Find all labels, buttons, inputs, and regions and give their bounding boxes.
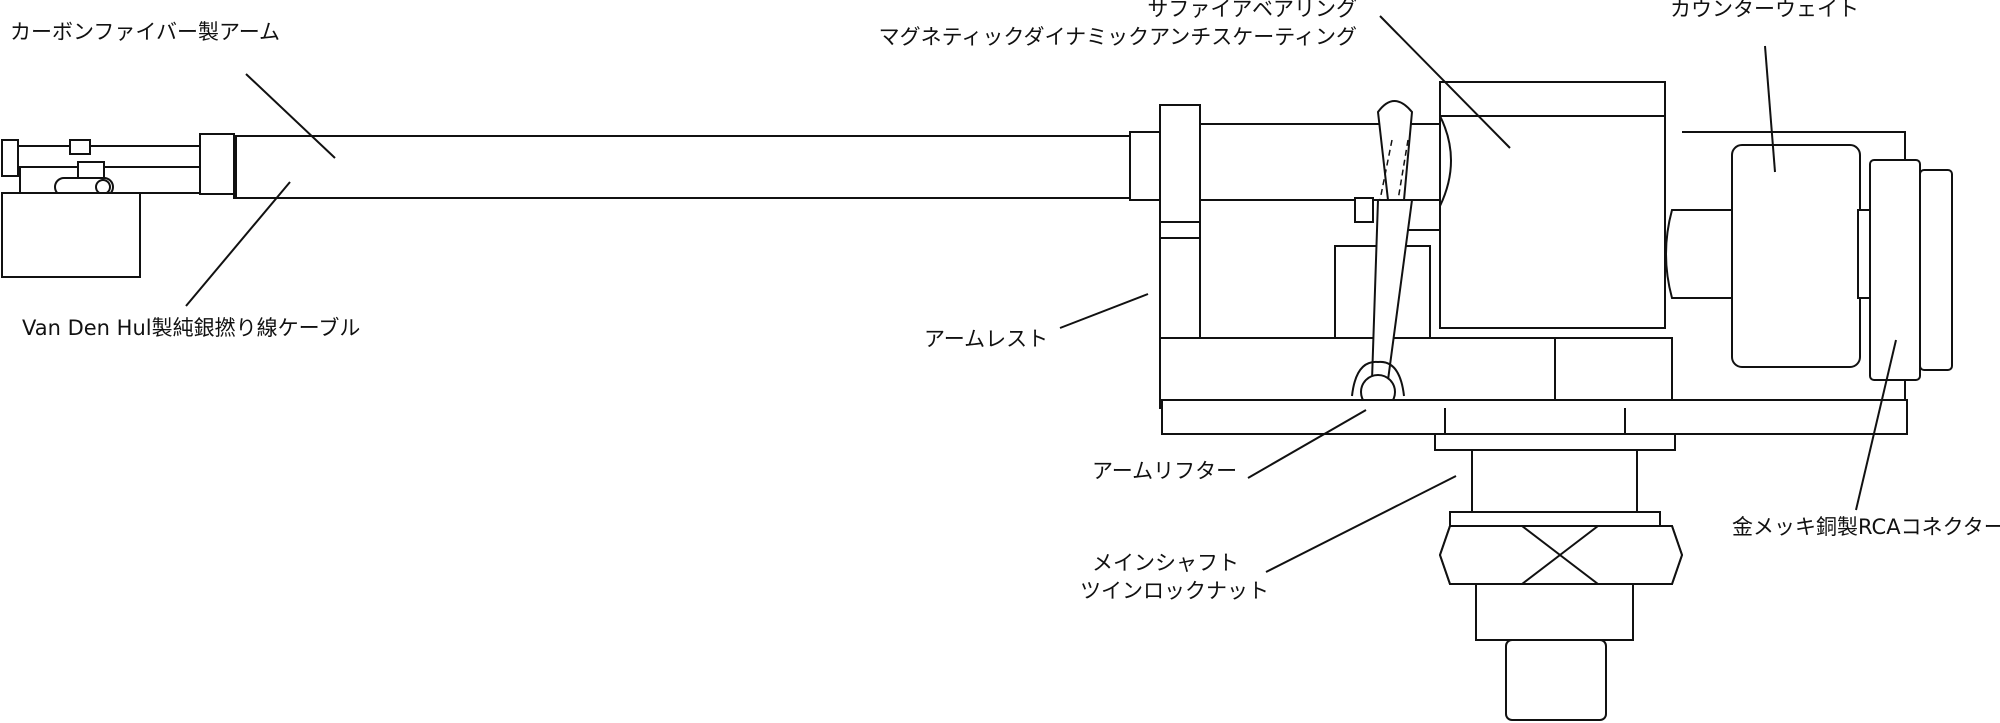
label-carbon-arm: カーボンファイバー製アーム <box>10 20 280 44</box>
counterweight <box>1731 144 1861 368</box>
label-cable: Van Den Hul製純銀撚り線ケーブル <box>22 316 360 340</box>
shaft-lower <box>1475 583 1634 641</box>
label-counterweight: カウンターウェイト <box>1670 0 1859 21</box>
finger-lift <box>1 139 19 177</box>
bearing-cap <box>1439 81 1666 117</box>
bearing-body <box>1439 115 1666 329</box>
label-sapphire-bearing: サファイアベアリング <box>1147 0 1357 21</box>
leader-shaft <box>1265 475 1457 573</box>
labels: カーボンファイバー製アーム Van Den Hul製純銀撚り線ケーブル サファイ… <box>10 0 2000 603</box>
leader-carbon-arm <box>245 73 336 159</box>
label-anti-skating: マグネティックダイナミックアンチスケーティング <box>879 25 1357 49</box>
label-main-shaft: メインシャフト <box>1092 551 1239 575</box>
headshell-collar <box>199 133 235 195</box>
counterweight-stub <box>1665 209 1741 299</box>
cartridge-body <box>1 192 141 278</box>
arm-base-plate <box>1159 337 1673 409</box>
shaft-flange <box>1161 399 1908 435</box>
label-twin-lock-nut: ツインロックナット <box>1080 579 1269 603</box>
bearing-housing <box>1200 81 1666 339</box>
label-arm-rest: アームレスト <box>924 327 1048 351</box>
headshell <box>1 133 235 278</box>
arm-tube-end <box>1129 131 1161 201</box>
washer-lower <box>1449 511 1661 527</box>
leader-sapphire <box>1379 15 1511 149</box>
counterweight-assembly <box>1665 131 1953 401</box>
arm-lifter <box>1351 100 1414 410</box>
washer-upper <box>1434 433 1676 451</box>
shaft-upper <box>1471 449 1638 513</box>
headshell-plate <box>17 145 207 169</box>
arm-tube <box>233 135 1133 199</box>
headshell-screw-head <box>95 179 111 195</box>
label-arm-lifter: アームリフター <box>1092 459 1237 483</box>
headshell-screw <box>69 139 91 155</box>
leader-counterweight <box>1764 45 1776 173</box>
leader-cable <box>185 181 291 307</box>
leader-rca <box>1855 339 1897 511</box>
main-shaft <box>1161 399 1908 721</box>
lifter-cue-head <box>1376 100 1414 201</box>
shaft-tip <box>1505 639 1607 721</box>
rca-connector-cap <box>1919 169 1953 371</box>
leader-lines <box>185 15 1897 573</box>
carbon-arm-tube <box>233 131 1161 201</box>
leader-arm-lifter <box>1247 409 1367 479</box>
label-rca-connector: 金メッキ銅製RCAコネクター <box>1732 515 2000 539</box>
leader-arm-rest <box>1059 293 1149 329</box>
